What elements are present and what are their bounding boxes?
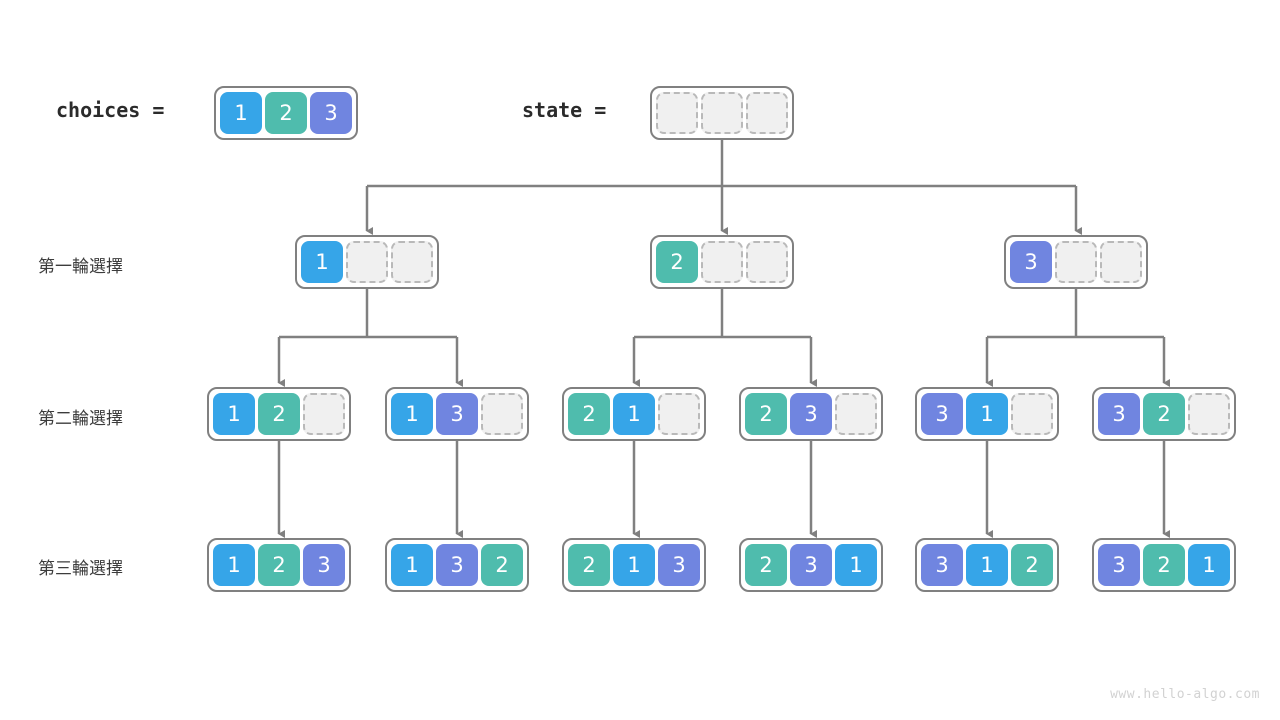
array-cell-value: 1 [966, 544, 1008, 586]
array-cell-value: 1 [966, 393, 1008, 435]
array-cell-empty [701, 92, 743, 134]
array-cell-empty [1011, 393, 1053, 435]
array-cell-value: 1 [1188, 544, 1230, 586]
array-cell-empty [835, 393, 877, 435]
array-cell-empty [746, 92, 788, 134]
array-cell-value: 1 [613, 393, 655, 435]
array-cell-value: 3 [1098, 393, 1140, 435]
array-cell-empty [656, 92, 698, 134]
array-cell-empty [346, 241, 388, 283]
array-cell-value: 2 [258, 393, 300, 435]
array-cell-empty [303, 393, 345, 435]
array-cell-value: 3 [303, 544, 345, 586]
array-cell-value: 3 [790, 393, 832, 435]
watermark: www.hello-algo.com [1110, 687, 1260, 702]
array-cell-value: 2 [656, 241, 698, 283]
array-cell-value: 3 [1010, 241, 1052, 283]
array-cell-value: 3 [921, 393, 963, 435]
array-cell-value: 1 [220, 92, 262, 134]
array-cell-value: 2 [258, 544, 300, 586]
array-cell-empty [658, 393, 700, 435]
array-cell-empty [746, 241, 788, 283]
array-cell-value: 2 [1143, 544, 1185, 586]
choices-label: choices = [56, 98, 165, 122]
array-cell-value: 2 [745, 393, 787, 435]
array-cell-value: 2 [1011, 544, 1053, 586]
state-label: state = [522, 98, 607, 122]
array-cell-value: 2 [745, 544, 787, 586]
state-array [650, 86, 794, 140]
array-cell-value: 1 [213, 544, 255, 586]
array-cell-value: 3 [436, 393, 478, 435]
array-cell-value: 3 [790, 544, 832, 586]
array-cell-empty [1055, 241, 1097, 283]
row-label-round-2: 第二輪選擇 [38, 409, 123, 429]
state-node-level-1: 2 [650, 235, 794, 289]
array-cell-value: 1 [613, 544, 655, 586]
row-label-round-1: 第一輪選擇 [38, 257, 123, 277]
array-cell-value: 1 [213, 393, 255, 435]
array-cell-value: 3 [921, 544, 963, 586]
array-cell-value: 2 [568, 544, 610, 586]
array-cell-value: 2 [481, 544, 523, 586]
array-cell-value: 1 [301, 241, 343, 283]
array-cell-value: 2 [568, 393, 610, 435]
array-cell-value: 3 [658, 544, 700, 586]
array-cell-value: 1 [391, 393, 433, 435]
array-cell-empty [701, 241, 743, 283]
array-cell-empty [1188, 393, 1230, 435]
array-cell-value: 3 [436, 544, 478, 586]
array-cell-value: 2 [1143, 393, 1185, 435]
array-cell-value: 1 [835, 544, 877, 586]
state-node-level-1: 3 [1004, 235, 1148, 289]
array-cell-value: 1 [391, 544, 433, 586]
array-cell-empty [1100, 241, 1142, 283]
array-cell-empty [391, 241, 433, 283]
row-label-round-3: 第三輪選擇 [38, 559, 123, 579]
array-cell-empty [481, 393, 523, 435]
array-cell-value: 2 [265, 92, 307, 134]
array-cell-value: 3 [1098, 544, 1140, 586]
array-cell-value: 3 [310, 92, 352, 134]
state-node-level-1: 1 [295, 235, 439, 289]
